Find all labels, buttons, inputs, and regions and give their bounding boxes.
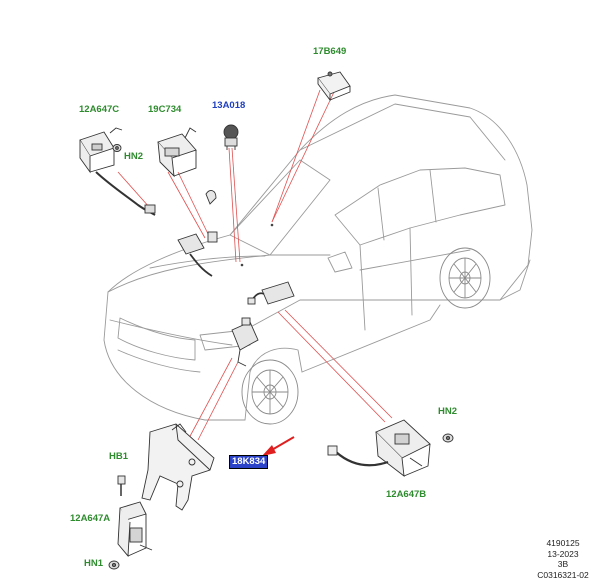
front-wheel xyxy=(241,359,299,425)
callout-12a647a: 12A647A xyxy=(70,513,111,524)
module-17b649 xyxy=(317,71,351,102)
reference-block: 4190125 13-2023 3B C0316321-02 xyxy=(528,539,598,579)
reference-code: C0316321-02 xyxy=(537,569,589,580)
module-19c734 xyxy=(157,127,197,178)
callout-hn2-right: HN2 xyxy=(438,406,458,417)
sensor-13a018 xyxy=(223,124,239,150)
callout-12a647b: 12A647B xyxy=(386,489,427,500)
bolt-hb1 xyxy=(117,475,126,496)
callout-18k834-highlight: 18K834 xyxy=(229,455,269,469)
module-12a647a xyxy=(117,501,153,558)
callout-hb1: HB1 xyxy=(109,451,129,462)
connector-center xyxy=(247,281,295,305)
reference-number: 4190125 xyxy=(546,538,580,548)
callout-hn2-left: HN2 xyxy=(124,151,144,162)
nut-hn1 xyxy=(108,560,120,570)
module-12a647b xyxy=(327,419,431,478)
reference-revision: 3B xyxy=(557,559,569,569)
callout-19c734: 19C734 xyxy=(148,104,182,115)
nut-hn2-left xyxy=(112,144,122,152)
bracket-18k834 xyxy=(141,423,215,511)
connector-hood-left xyxy=(177,231,218,277)
reference-date: 13-2023 xyxy=(547,548,579,559)
vehicle-outline xyxy=(103,94,533,421)
pointer-arrow xyxy=(262,436,295,456)
module-12a647c xyxy=(79,127,156,216)
reference-points xyxy=(240,223,274,267)
callout-hn1: HN1 xyxy=(84,558,104,569)
callout-13a018: 13A018 xyxy=(212,100,246,111)
bracket-small xyxy=(205,190,217,205)
callout-12a647c: 12A647C xyxy=(79,104,120,115)
rear-wheel xyxy=(439,247,491,309)
callout-17b649: 17B649 xyxy=(313,46,347,57)
bracket-front xyxy=(231,317,259,367)
nut-hn2-right xyxy=(442,433,454,443)
leader-lines xyxy=(117,89,393,441)
